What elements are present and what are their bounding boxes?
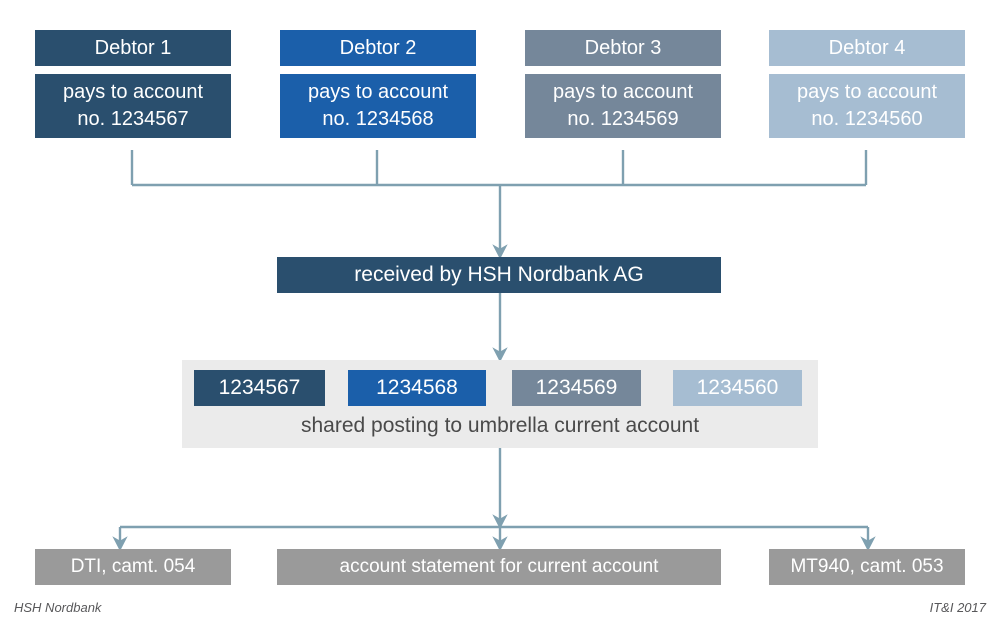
- output-box-dti-camt054[interactable]: DTI, camt. 054: [35, 549, 231, 585]
- debtor-card-1-detail-line2: no. 1234567: [77, 108, 189, 130]
- debtor-card-2-title: Debtor 2: [280, 30, 476, 66]
- debtor-card-2-detail: pays to account no. 1234568: [280, 74, 476, 138]
- debtor-card-4-detail-line2: no. 1234560: [811, 108, 923, 130]
- output-box-account-statement[interactable]: account statement for current account: [277, 549, 721, 585]
- account-chip-1234568[interactable]: 1234568: [348, 370, 486, 406]
- debtor-card-3-detail: pays to account no. 1234569: [525, 74, 721, 138]
- debtor-card-4[interactable]: Debtor 4 pays to account no. 1234560: [769, 30, 965, 138]
- debtor-card-3-title: Debtor 3: [525, 30, 721, 66]
- debtor-card-1-title: Debtor 1: [35, 30, 231, 66]
- debtor-card-2-detail-line2: no. 1234568: [322, 108, 434, 130]
- debtor-card-4-detail: pays to account no. 1234560: [769, 74, 965, 138]
- debtor-card-1[interactable]: Debtor 1 pays to account no. 1234567: [35, 30, 231, 138]
- debtor-card-4-detail-line1: pays to account: [796, 81, 938, 103]
- footer-department-label: IT&I 2017: [929, 600, 986, 615]
- umbrella-account-panel: 1234567 1234568 1234569 1234560 shared p…: [182, 360, 818, 448]
- account-chip-1234560[interactable]: 1234560: [673, 370, 802, 406]
- debtor-card-3[interactable]: Debtor 3 pays to account no. 1234569: [525, 30, 721, 138]
- footer-source-label: HSH Nordbank: [14, 600, 102, 615]
- debtor-card-1-detail: pays to account no. 1234567: [35, 74, 231, 138]
- debtor-card-3-detail-line1: pays to account: [552, 81, 694, 103]
- bank-receiver-bar[interactable]: received by HSH Nordbank AG: [277, 257, 721, 293]
- debtor-card-2-detail-line1: pays to account: [307, 81, 449, 103]
- debtor-card-2[interactable]: Debtor 2 pays to account no. 1234568: [280, 30, 476, 138]
- umbrella-account-caption: shared posting to umbrella current accou…: [300, 414, 700, 437]
- debtor-card-4-title: Debtor 4: [769, 30, 965, 66]
- debtor-card-3-detail-line2: no. 1234569: [567, 108, 679, 130]
- account-chip-1234569[interactable]: 1234569: [512, 370, 641, 406]
- debtor-card-1-detail-line1: pays to account: [62, 81, 204, 103]
- account-chip-1234567[interactable]: 1234567: [194, 370, 325, 406]
- output-box-mt940-camt053[interactable]: MT940, camt. 053: [769, 549, 965, 585]
